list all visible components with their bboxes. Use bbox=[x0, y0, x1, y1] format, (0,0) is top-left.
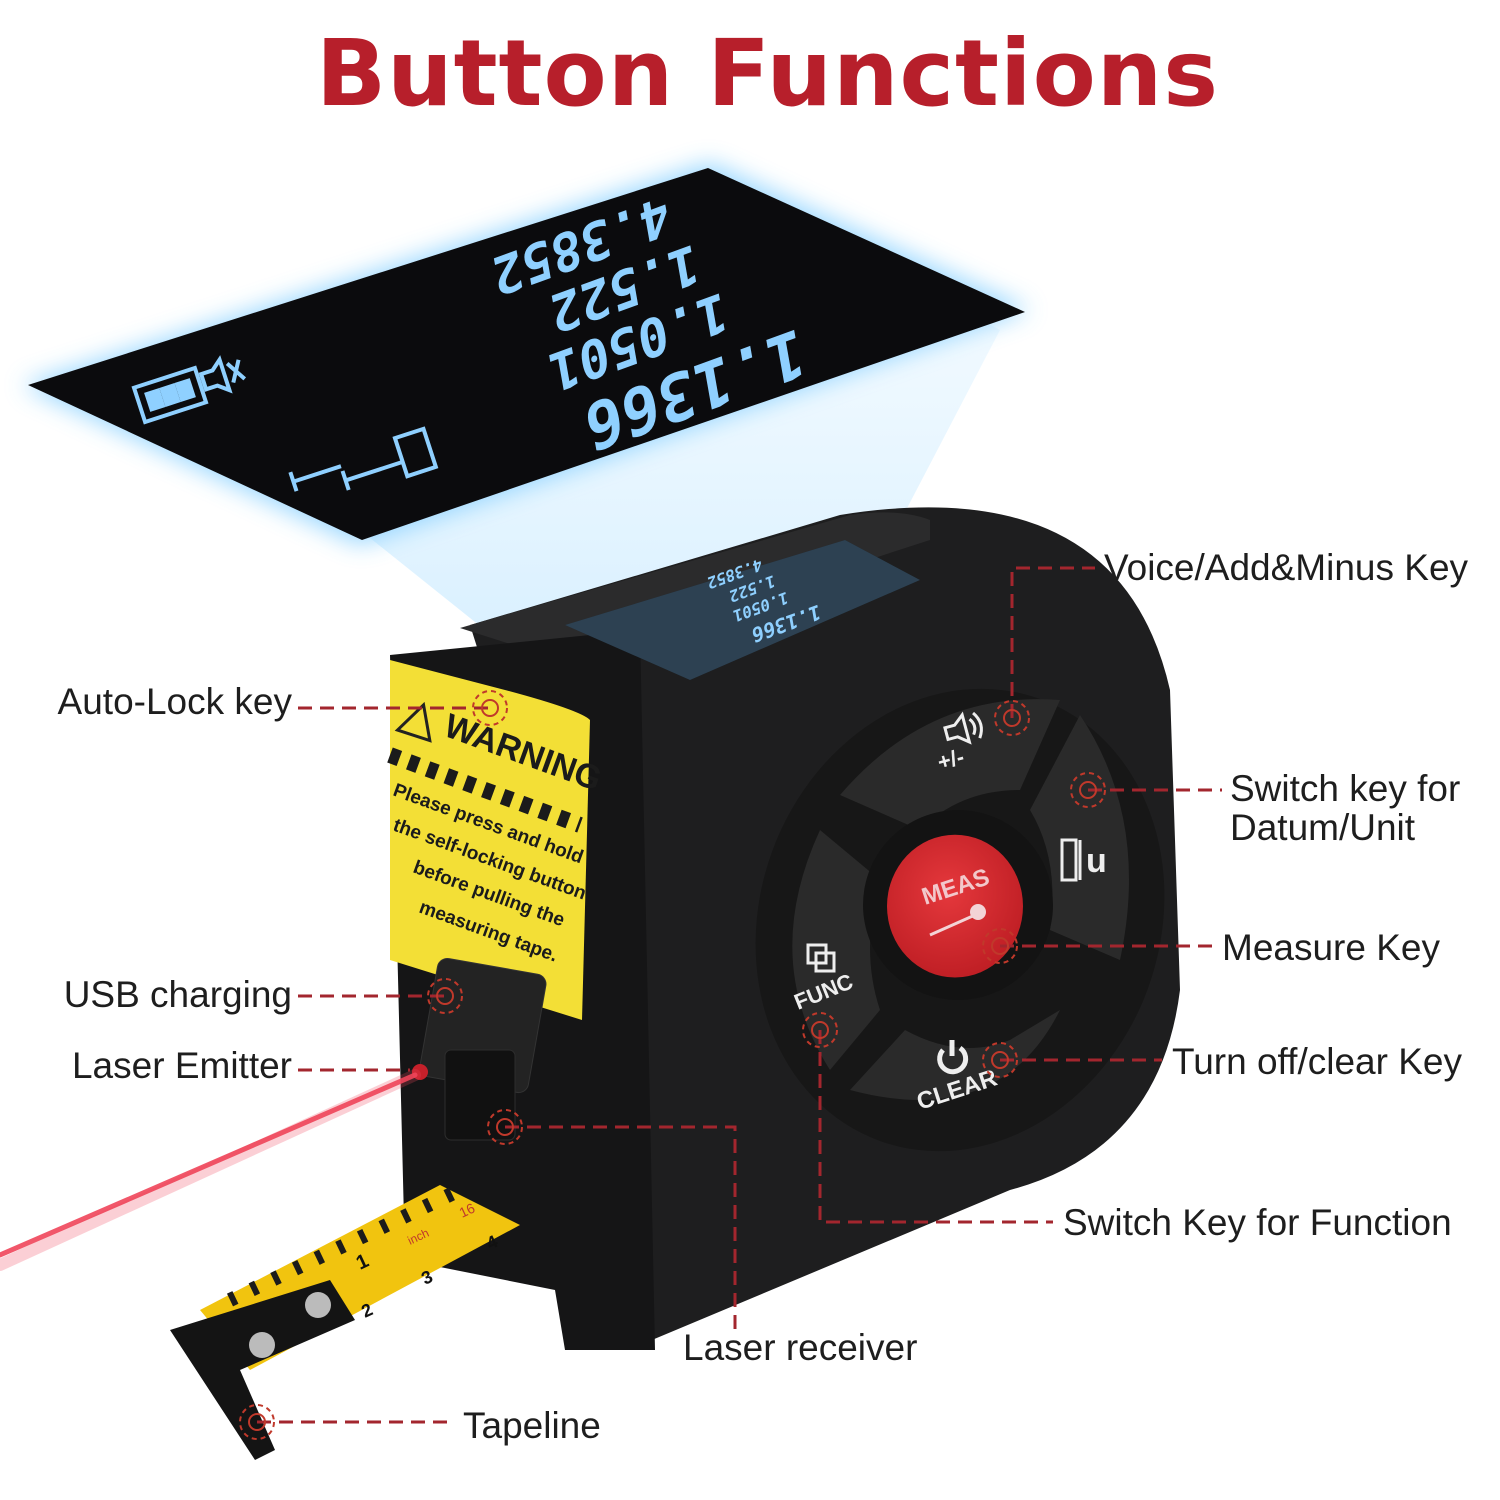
voice-button bbox=[840, 699, 1060, 830]
warning-sticker: WARNING Please press and hold the self-l… bbox=[387, 660, 607, 1020]
tape-mark: 16 bbox=[457, 1200, 478, 1221]
label-datum-unit-1: Switch key for bbox=[1230, 768, 1461, 809]
label-laser-emitter: Laser Emitter bbox=[71, 1045, 292, 1086]
label-function-key: Switch Key for Function bbox=[1063, 1202, 1452, 1243]
enlarged-display-readings: 1.1366 1.0501 1.522 4.3852 bbox=[488, 183, 810, 466]
label-tapeline: Tapeline bbox=[463, 1405, 601, 1446]
label-clear-key: Turn off/clear Key bbox=[1172, 1041, 1462, 1082]
page-title: Button Functions bbox=[315, 20, 1220, 127]
datum-icon bbox=[288, 426, 439, 492]
leader-receiver bbox=[505, 1125, 737, 1330]
label-datum-unit-2: Datum/Unit bbox=[1230, 807, 1416, 848]
unit-label: u bbox=[1086, 842, 1107, 880]
label-laser-receiver: Laser receiver bbox=[683, 1327, 918, 1368]
clear-button bbox=[850, 1010, 1060, 1100]
datum-unit-icon bbox=[1060, 838, 1082, 882]
mute-icon bbox=[198, 355, 247, 394]
tape-hook bbox=[170, 1280, 355, 1460]
leader-voice bbox=[1010, 566, 1095, 718]
measuring-tape: 1 2 3 4 inch 16 bbox=[170, 1183, 520, 1460]
label-usb: USB charging bbox=[63, 974, 292, 1015]
label-voice-key: Voice/Add&Minus Key bbox=[1104, 547, 1469, 588]
device-display bbox=[565, 540, 920, 680]
speaker-icon bbox=[943, 711, 983, 745]
warning-triangle-icon bbox=[394, 701, 432, 743]
datum-unit-button bbox=[1030, 715, 1129, 960]
laser-beam bbox=[0, 1069, 421, 1271]
power-icon bbox=[937, 1040, 969, 1075]
label-auto-lock: Auto-Lock key bbox=[57, 681, 292, 722]
func-icon bbox=[806, 943, 836, 973]
laser-receiver-window bbox=[444, 1049, 516, 1141]
battery-icon bbox=[131, 365, 209, 425]
leader-lines bbox=[257, 566, 1222, 1424]
target-markers bbox=[239, 690, 1106, 1440]
label-measure-key: Measure Key bbox=[1222, 927, 1440, 968]
enlarged-display bbox=[28, 168, 1025, 540]
meas-button bbox=[887, 834, 1023, 978]
laser-icon bbox=[929, 904, 986, 937]
func-button bbox=[792, 830, 880, 1070]
